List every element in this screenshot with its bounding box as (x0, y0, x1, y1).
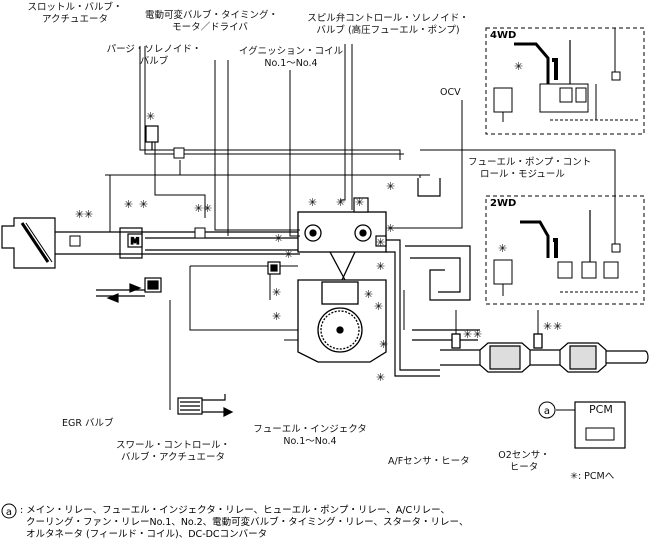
label-throttle-line1: スロットル・バルブ・ (27, 2, 123, 13)
marker-throttle-1: ✳ (124, 198, 133, 211)
label-o2-line2: ヒータ (509, 462, 539, 473)
marker-oil-pressure: ✳ (374, 300, 383, 313)
marker-af-1: ✳ (463, 328, 472, 341)
canister-connector (173, 147, 185, 159)
marker-spill-2: ✳ (386, 180, 395, 193)
label-valve-timing-motor: 電動可変バルブ・タイミング・ モータ／ドライバ (145, 10, 279, 34)
label-spill-line1: スピル弁コントロール・ソレノイド・ (307, 13, 469, 24)
marker-o2-2: ✳ (553, 320, 562, 333)
pcm-unit (556, 401, 626, 449)
label-injector-line2: No.1〜No.4 (283, 436, 337, 447)
egr-valve (96, 277, 162, 303)
marker-vvt: ✳ (274, 232, 283, 245)
footnote-relays: : メイン・リレー、フューエル・インジェクタ・リレー、ヒューエル・ポンプ・リレー… (20, 505, 468, 541)
marker-map: ✳ (272, 286, 281, 299)
circle-a-pcm-letter: a (544, 406, 550, 417)
spill-valve (353, 197, 369, 213)
label-throttle-valve-actuator: スロットル・バルブ・ アクチュエータ (20, 2, 130, 26)
label-valve-timing-line1: 電動可変バルブ・タイミング・ (145, 10, 279, 21)
marker-iat-2: ✳ (203, 202, 212, 215)
inset-2wd-asterisk: ✳ (498, 242, 507, 255)
label-fuel-pump-line2: ロール・モジュール (480, 169, 565, 180)
marker-iat-1: ✳ (194, 202, 203, 215)
circle-a-pcm: a (538, 401, 556, 419)
footnote-line2: クーリング・ファン・リレーNo.1、No.2、電動可変バルブ・タイミング・リレー… (26, 517, 469, 528)
label-af-sensor-heater: A/Fセンサ・ヒータ (388, 456, 470, 467)
label-fuel-pump-line1: フューエル・ポンプ・コント (468, 157, 592, 168)
label-o2-line1: O2センサ・ (498, 450, 550, 461)
oil-cooler (177, 394, 234, 417)
inset-4wd-title: 4WD (490, 30, 517, 41)
label-fuel-injector: フューエル・インジェクタ No.1〜No.4 (250, 424, 370, 448)
o2-sensor (533, 333, 543, 349)
marker-maf-1: ✳ (75, 208, 84, 221)
air-cleaner (1, 217, 56, 269)
label-pcm: PCM (589, 403, 613, 416)
marker-o2-1: ✳ (543, 320, 552, 333)
af-sensor (451, 333, 461, 349)
marker-oil: ✳ (376, 236, 385, 249)
marker-knock: ✳ (376, 260, 385, 273)
label-ocv: OCV (440, 87, 461, 98)
throttle-motor-symbol: M (131, 237, 140, 247)
maf-sensor (69, 227, 206, 247)
inset-4wd: ✳ (485, 27, 645, 135)
label-o2-sensor-heater: O2センサ・ ヒータ (488, 450, 560, 474)
marker-spill-1: ✳ (336, 196, 345, 209)
label-fuel-pump-module: フューエル・ポンプ・コント ロール・モジュール (468, 157, 591, 181)
marker-ect: ✳ (364, 288, 373, 301)
label-purge-line2: バルブ (139, 56, 169, 67)
pcm-markers: ✳ ✳ ✳ ✳ ✳ ✳ ✳ ✳ ✳ ✳ ✳ ✳ ✳ ✳ ✳ ✳ ✳ ✳ ✳ ✳ … (75, 110, 562, 384)
label-spill-valve: スピル弁コントロール・ソレノイド・ バルブ (高圧フューエル・ポンプ) (302, 13, 474, 37)
label-egr-valve: EGR バルブ (62, 418, 114, 429)
label-swirl-line1: スワール・コントロール・ (115, 440, 230, 451)
fuel-tank-connector (417, 178, 441, 197)
label-injector-line1: フューエル・インジェクタ (253, 424, 367, 435)
inset-4wd-asterisk: ✳ (514, 60, 523, 73)
footnote-line3: オルタネータ (フィールド・コイル)、DC-DCコンバータ (26, 529, 268, 540)
marker-block-2: ✳ (376, 371, 385, 384)
marker-spill-3: ✳ (355, 196, 364, 209)
marker-ckp: ✳ (272, 310, 281, 323)
marker-maf-2: ✳ (84, 208, 93, 221)
label-throttle-line2: アクチュエータ (41, 14, 109, 25)
catalytic-converter-2 (559, 342, 607, 373)
label-spill-line2: バルブ (高圧フューエル・ポンプ) (316, 25, 460, 36)
label-valve-timing-line2: モータ／ドライバ (172, 22, 248, 33)
label-purge-solenoid: パージ・ソレノイド・ バルブ (104, 44, 204, 68)
label-swirl-line2: バルブ・アクチュエータ (120, 452, 226, 463)
ocv-valve (375, 235, 387, 247)
marker-block-1: ✳ (379, 338, 388, 351)
label-ignition-line2: No.1〜No.4 (264, 58, 318, 69)
marker-swirl: ✳ (284, 248, 293, 261)
exhaust-manifold (386, 239, 480, 377)
inset-2wd-title: 2WD (490, 198, 517, 209)
circle-a-footnote: a (1, 503, 17, 519)
marker-purge: ✳ (146, 110, 155, 123)
intake-duct (55, 227, 300, 259)
purge-solenoid-valve (145, 125, 159, 150)
throttle-valve-actuator: M (127, 233, 143, 248)
marker-throttle-2: ✳ (139, 198, 148, 211)
label-ignition-line1: イグニッション・コイル (238, 46, 344, 57)
swirl-valve-actuator (267, 261, 281, 275)
engine-block (297, 211, 387, 363)
label-purge-line1: パージ・ソレノイド・ (106, 44, 202, 55)
catalytic-converter-1 (479, 342, 531, 373)
marker-ocv: ✳ (386, 222, 395, 235)
label-swirl-actuator: スワール・コントロール・ バルブ・アクチュエータ (108, 440, 238, 464)
footnote-line1: : メイン・リレー、フューエル・インジェクタ・リレー、ヒューエル・ポンプ・リレー… (20, 505, 451, 516)
exhaust-pipe (440, 349, 649, 366)
marker-af-2: ✳ (473, 328, 482, 341)
label-pcm-note: ✳: PCMへ (570, 471, 615, 482)
inset-2wd: ✳ (485, 195, 645, 305)
circle-a-footnote-letter: a (6, 507, 12, 518)
label-ignition-coil: イグニッション・コイル No.1〜No.4 (226, 46, 356, 70)
marker-camshaft: ✳ (308, 196, 317, 209)
